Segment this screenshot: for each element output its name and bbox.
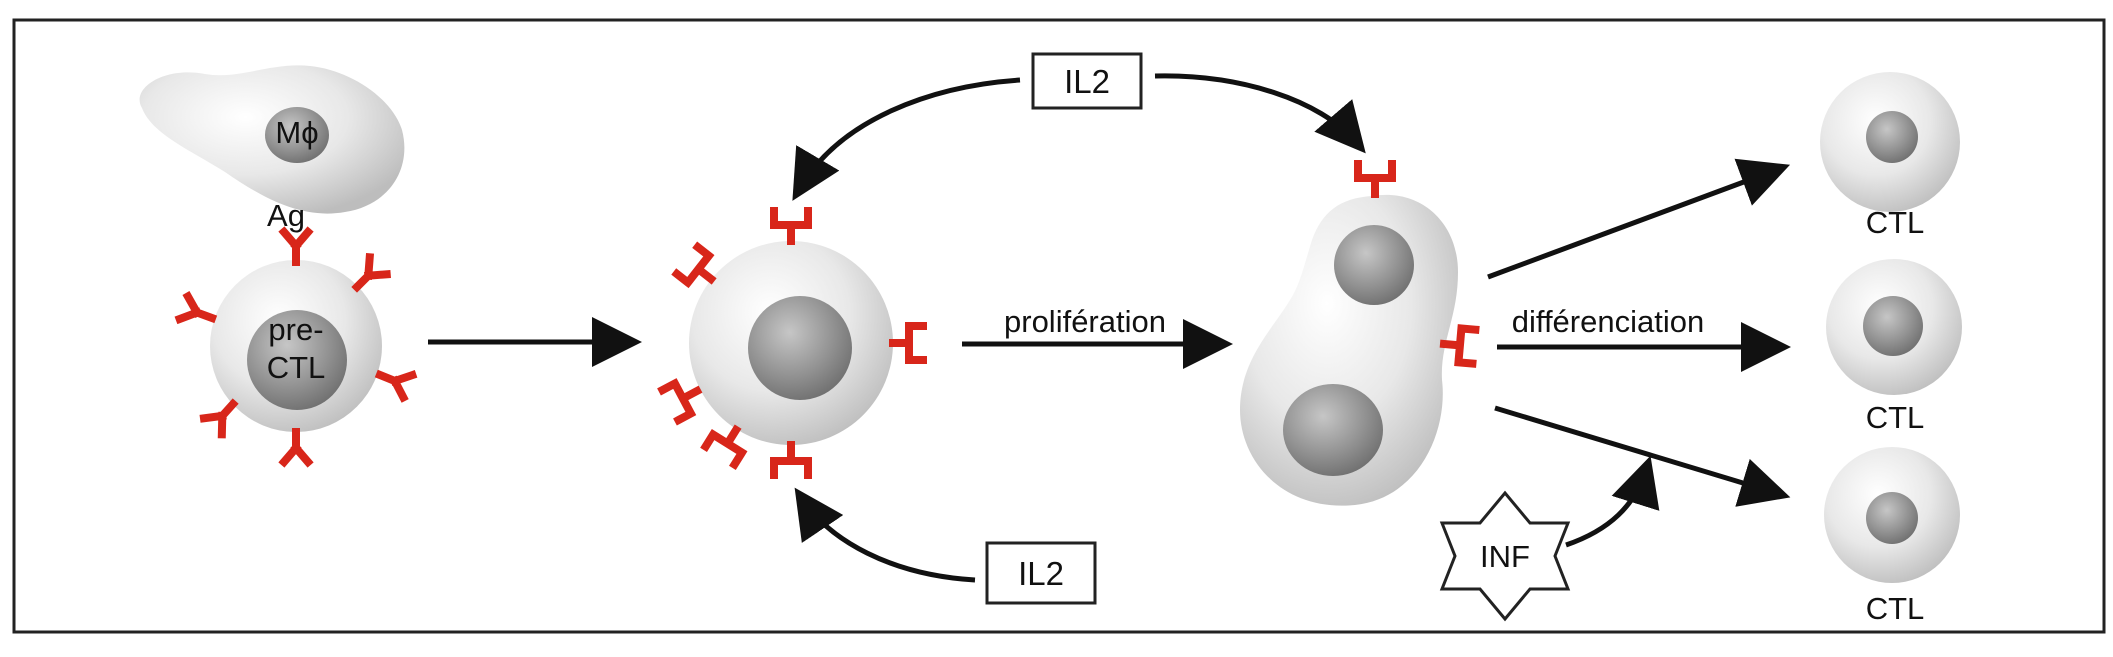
arrow-il2-to-activated — [792, 77, 1021, 201]
ctl-nucleus-bottom — [1866, 492, 1918, 544]
differentiation-label: différenciation — [1512, 304, 1704, 339]
il2-bottom-box — [985, 541, 1097, 605]
receptor-il2 — [1358, 164, 1392, 194]
inf-star — [1439, 490, 1571, 622]
arrow-differentiation-top — [1487, 158, 1791, 280]
macrophage-label: Mϕ — [275, 115, 318, 150]
il2-top-box — [1031, 52, 1143, 110]
il2-bottom-label: IL2 — [1018, 555, 1064, 592]
receptor-il2 — [774, 445, 808, 475]
activated-nucleus — [748, 296, 852, 400]
receptor-y — [180, 296, 216, 329]
arrow-il2-to-dividing — [1154, 73, 1366, 154]
pre-ctl-label-line1: pre- — [268, 312, 323, 347]
arrow-differentiation-bottom — [1494, 405, 1791, 507]
arrow-il2-bottom-to-activated — [794, 487, 976, 583]
receptor-il2 — [893, 326, 923, 360]
receptor-il2 — [774, 211, 808, 241]
ctl-nucleus-middle — [1863, 296, 1923, 356]
outer-frame — [12, 18, 2106, 634]
antigen-label: Ag — [267, 198, 305, 233]
il2-top-label: IL2 — [1064, 63, 1110, 100]
receptor-y — [376, 364, 413, 397]
dividing-nucleus-top — [1334, 225, 1414, 305]
ctl-label-bottom: CTL — [1866, 591, 1925, 626]
inf-label: INF — [1480, 539, 1530, 574]
dividing-nucleus-bottom — [1283, 384, 1383, 476]
receptor-y — [349, 257, 387, 295]
receptor-y — [204, 396, 242, 434]
macrophage-nucleus — [265, 107, 329, 163]
proliferation-label: prolifération — [1004, 304, 1166, 339]
pre-ctl-label-line2: CTL — [267, 350, 326, 385]
receptor-y — [284, 232, 308, 262]
ctl-label-top: CTL — [1866, 205, 1925, 240]
ctl-label-middle: CTL — [1866, 400, 1925, 435]
receptor-y — [284, 432, 308, 462]
ctl-nucleus-top — [1866, 111, 1918, 163]
pre-ctl-nucleus — [247, 310, 347, 410]
arrow-inf-to-differentiation — [1565, 455, 1660, 548]
